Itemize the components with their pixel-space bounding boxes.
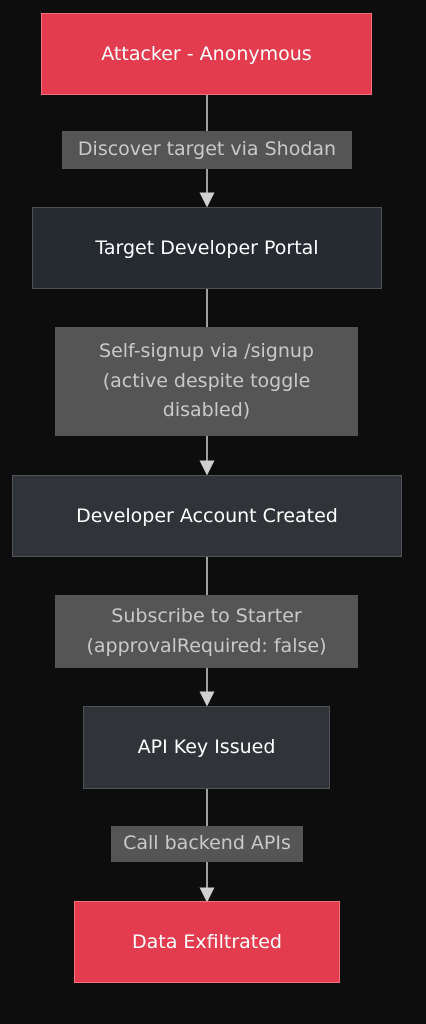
node-account-created: Developer Account Created — [12, 475, 402, 557]
edge-label-subscribe-line1: Subscribe to Starter — [111, 604, 302, 627]
edge-label-subscribe-line2: (approvalRequired: false) — [86, 634, 327, 657]
node-data-exfiltrated: Data Exfiltrated — [74, 901, 340, 983]
edge-label-call: Call backend APIs — [111, 826, 303, 862]
edge-label-signup: Self-signup via /signup (active despite … — [55, 327, 358, 436]
node-target-portal: Target Developer Portal — [32, 207, 382, 289]
edge-label-discover-text: Discover target via Shodan — [77, 138, 337, 161]
node-target-portal-label: Target Developer Portal — [95, 236, 319, 259]
node-attacker-label: Attacker - Anonymous — [101, 42, 312, 65]
edge-label-signup-line1: Self-signup via /signup — [99, 340, 314, 363]
edge-label-discover: Discover target via Shodan — [62, 131, 352, 169]
node-attacker: Attacker - Anonymous — [41, 13, 372, 95]
node-api-key-label: API Key Issued — [137, 736, 276, 759]
node-account-created-label: Developer Account Created — [76, 504, 338, 527]
edge-label-subscribe: Subscribe to Starter (approvalRequired: … — [55, 595, 358, 668]
node-data-exfiltrated-label: Data Exfiltrated — [131, 930, 282, 953]
node-api-key: API Key Issued — [83, 706, 330, 789]
edge-label-signup-line2: (active despite toggle — [102, 369, 311, 392]
edge-label-call-text: Call backend APIs — [123, 832, 291, 855]
edge-label-signup-line3: disabled) — [162, 399, 251, 422]
